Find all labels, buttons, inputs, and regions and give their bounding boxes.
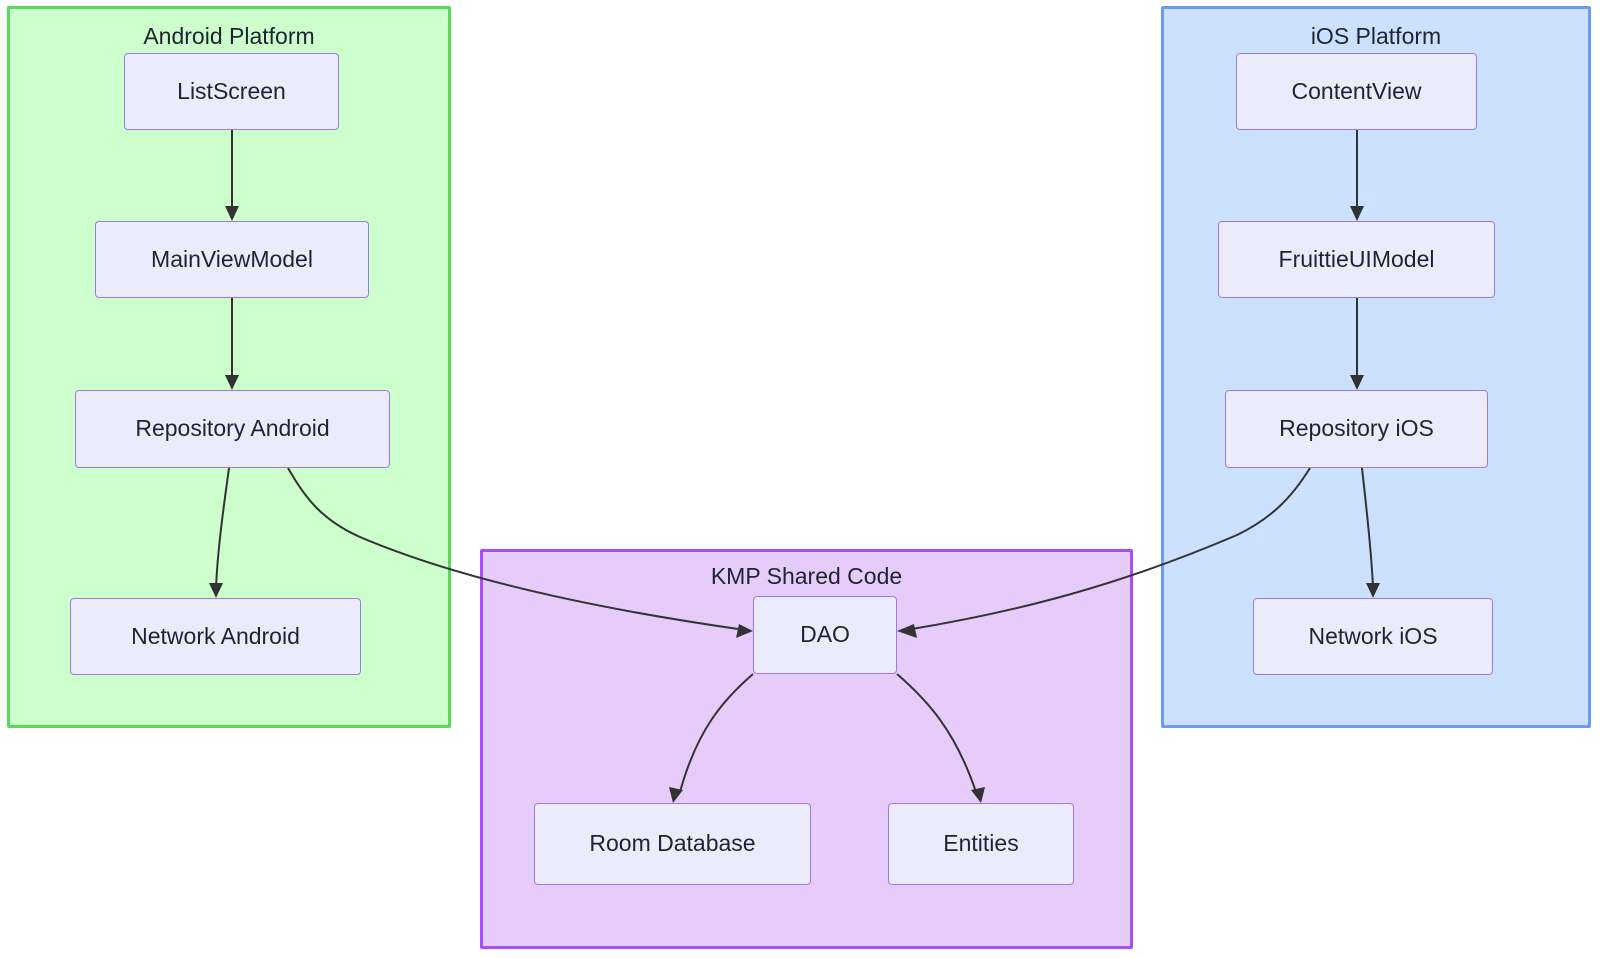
node-entities[interactable]: Entities	[888, 803, 1074, 885]
cluster-android-platform-label: Android Platform	[143, 23, 315, 49]
node-repository-ios[interactable]: Repository iOS	[1225, 390, 1488, 468]
node-network-android-label: Network Android	[131, 622, 300, 649]
cluster-ios-platform-label: iOS Platform	[1310, 23, 1442, 49]
node-repository-android[interactable]: Repository Android	[75, 390, 390, 468]
node-dao[interactable]: DAO	[753, 596, 897, 674]
node-fruittieuimodel[interactable]: FruittieUIModel	[1218, 221, 1495, 298]
node-repository-android-label: Repository Android	[135, 415, 330, 442]
node-room-database-label: Room Database	[589, 830, 756, 857]
node-dao-label: DAO	[800, 621, 850, 648]
node-listscreen-label: ListScreen	[177, 77, 286, 104]
node-mainviewmodel-label: MainViewModel	[151, 245, 313, 272]
cluster-kmp-shared-code-label: KMP Shared Code	[710, 563, 903, 589]
node-room-database[interactable]: Room Database	[534, 803, 811, 885]
node-contentview-label: ContentView	[1291, 77, 1422, 104]
node-listscreen[interactable]: ListScreen	[124, 53, 339, 130]
node-network-ios[interactable]: Network iOS	[1253, 598, 1493, 675]
node-fruittieuimodel-label: FruittieUIModel	[1278, 245, 1435, 272]
node-network-android[interactable]: Network Android	[70, 598, 361, 675]
node-network-ios-label: Network iOS	[1308, 622, 1438, 649]
node-repository-ios-label: Repository iOS	[1279, 415, 1434, 442]
node-mainviewmodel[interactable]: MainViewModel	[95, 221, 369, 298]
node-contentview[interactable]: ContentView	[1236, 53, 1477, 130]
node-entities-label: Entities	[943, 830, 1019, 857]
